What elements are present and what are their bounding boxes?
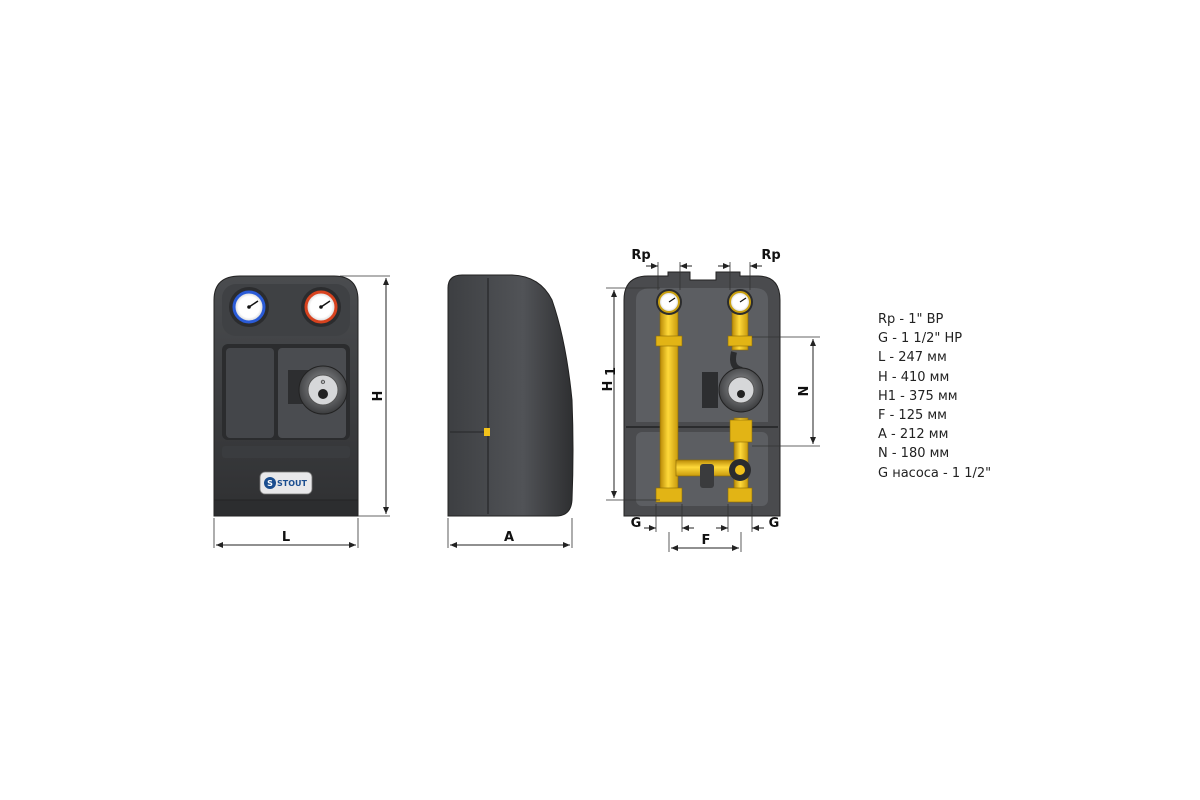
mixing-valve-icon <box>729 459 751 481</box>
brand-label: STOUT <box>277 479 308 488</box>
spec-item: G - 1 1/2" НР <box>878 331 963 347</box>
dim-label-h1: H <box>601 381 616 392</box>
dimension-h: H <box>340 275 390 517</box>
side-brass-tab <box>484 428 490 436</box>
dim-label-n: N <box>797 386 812 397</box>
side-housing <box>447 274 574 517</box>
dim-label-rp-left: Rp <box>631 248 650 263</box>
left-union-top <box>655 335 683 347</box>
gauge-blue-icon <box>229 287 269 327</box>
spec-item: A - 212 мм <box>878 427 949 443</box>
front-lower-shelf <box>222 446 350 458</box>
svg-text:⚙: ⚙ <box>320 379 325 386</box>
spec-list: Rp - 1" ВР G - 1 1/2" НР L - 247 мм H - … <box>878 310 991 483</box>
right-bottom-fitting <box>727 487 753 503</box>
inner-view: Rp Rp H 1 N <box>601 248 820 552</box>
front-door-panel <box>226 348 274 438</box>
dimension-a: A <box>447 518 573 548</box>
dimension-l: L <box>213 518 359 548</box>
dim-label-g-left: G <box>631 516 642 531</box>
dim-label-a: A <box>504 530 514 545</box>
spec-item: L - 247 мм <box>878 350 947 366</box>
dim-label-h: H <box>371 391 386 402</box>
front-base-plinth <box>213 499 359 517</box>
dim-label-f: F <box>702 533 711 548</box>
spec-item: N - 180 мм <box>878 446 950 462</box>
left-bottom-fitting <box>655 487 683 503</box>
spec-item: Rp - 1" ВР <box>878 312 944 327</box>
right-union-top <box>727 335 753 347</box>
spec-item: H - 410 мм <box>878 369 950 385</box>
dim-label-rp-right: Rp <box>761 248 780 263</box>
dimension-f: F <box>668 532 742 552</box>
inner-gauge-right-icon <box>727 289 753 315</box>
dimension-rp: Rp Rp <box>631 248 781 290</box>
dimension-g: G G <box>631 504 780 532</box>
dim-label-h1-subscript: 1 <box>604 367 619 376</box>
side-view: A <box>447 274 574 548</box>
dim-label-g-right: G <box>769 516 780 531</box>
inner-pump-icon <box>702 351 764 413</box>
inner-gauge-left-icon <box>656 289 682 315</box>
spec-item: G насоса - 1 1/2" <box>878 465 992 481</box>
dim-label-l: L <box>282 530 290 545</box>
dimension-h1: H 1 <box>601 287 660 501</box>
right-valve-body <box>729 419 753 443</box>
pump-icon: ⚙ <box>288 365 348 415</box>
gauge-red-icon <box>301 287 341 327</box>
brand-badge: S STOUT <box>259 471 313 495</box>
front-view: ⚙ S STOUT L H <box>213 275 390 548</box>
spec-item: H1 - 375 мм <box>878 388 958 404</box>
dimension-n: N <box>752 336 820 447</box>
spec-item: F - 125 мм <box>878 407 947 423</box>
svg-text:S: S <box>267 479 273 488</box>
check-valve-icon <box>700 464 714 488</box>
